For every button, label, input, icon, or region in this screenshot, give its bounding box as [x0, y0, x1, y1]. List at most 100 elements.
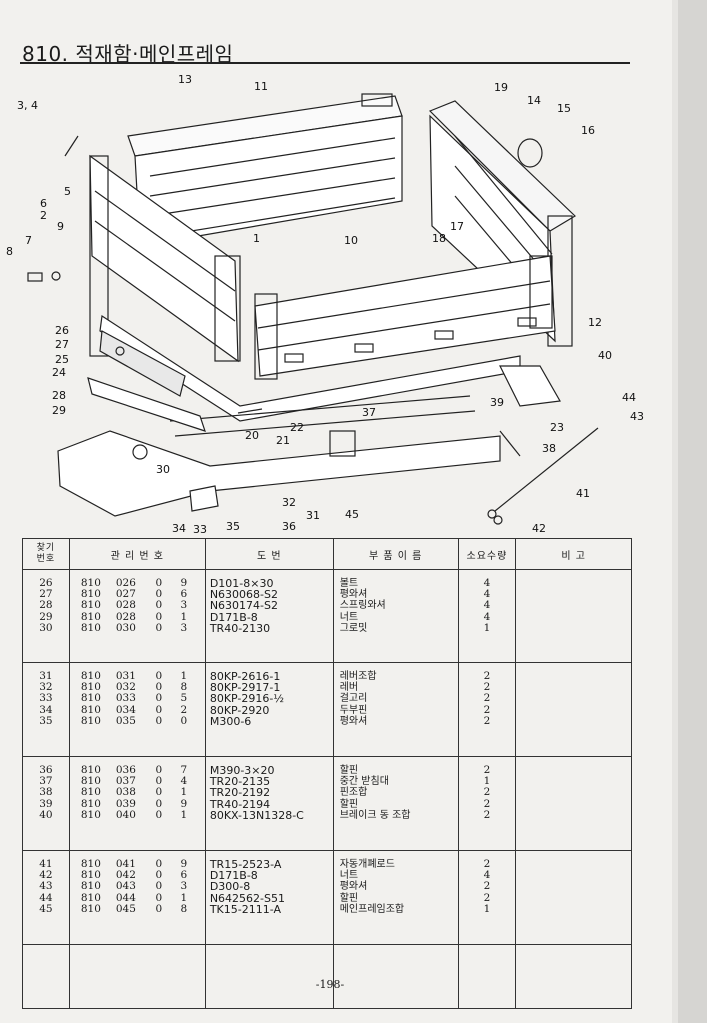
- mgmt-no-part: 6: [180, 869, 188, 882]
- diagram-svg: 13 11 19 14 15 16 3, 4 5 6 2 9 7 8 1 10 …: [6, 73, 644, 536]
- mgmt-no-part: 810: [80, 703, 101, 716]
- callout-39: 39: [490, 396, 504, 409]
- mgmt-no-part: 040: [115, 808, 136, 821]
- drawing-no-cell: TR15-2523-A: [209, 858, 282, 871]
- ref-no-column: [22, 944, 70, 1009]
- drawing-no-cell: N630068-S2: [209, 588, 278, 602]
- mgmt-no-part: 035: [115, 714, 136, 727]
- part-name-cell: 메인프레임조합: [339, 903, 405, 915]
- part-name-cell: 브레이크 동 조합: [339, 809, 411, 821]
- mgmt-no-part: 810: [80, 692, 101, 705]
- drawing-no-cell: D101-8×30: [209, 577, 274, 590]
- qty-cell: 1: [483, 775, 491, 788]
- ref-no-cell: 33: [39, 692, 53, 705]
- qty-cell: 2: [483, 764, 491, 776]
- mgmt-no-part: 6: [180, 588, 188, 601]
- mgmt-no-part: 8: [180, 902, 188, 915]
- callout-19: 19: [494, 81, 508, 94]
- ref-no-cell: 30: [39, 621, 53, 634]
- callout-28: 28: [52, 389, 66, 402]
- table-row-group: [22, 944, 632, 1009]
- qty-cell: 2: [483, 808, 491, 821]
- qty-cell: 2: [483, 880, 491, 893]
- mgmt-no-part: 810: [80, 880, 101, 893]
- mgmt-no-part: 0: [155, 610, 163, 623]
- mgmt-no-part: 810: [80, 681, 101, 694]
- mgmt-no-part: 1: [180, 610, 188, 623]
- drawing-no-cell: 80KX-13N1328-C: [209, 808, 304, 822]
- callout-1: 1: [253, 232, 260, 245]
- callout-35: 35: [226, 520, 240, 533]
- part-name-cell: 자동개폐로드: [339, 859, 395, 870]
- callout-33: 33: [193, 523, 207, 536]
- mgmt-no-part: 3: [180, 880, 188, 893]
- part-name-cell: 평와셔: [339, 881, 368, 893]
- remarks-column: [515, 756, 632, 851]
- part-name-cell: 레버: [339, 682, 359, 694]
- mgmt-no-part: 0: [155, 775, 163, 788]
- callout-10: 10: [344, 234, 358, 247]
- callout-45: 45: [345, 508, 359, 521]
- mgmt-no-part: 0: [155, 797, 163, 810]
- mgmt-no-part: 0: [155, 703, 163, 716]
- callout-9: 9: [57, 220, 64, 233]
- mgmt-no-part: 0: [155, 577, 163, 589]
- drawing-no-cell: D171B-8: [209, 869, 258, 883]
- drawing-no-cell: D171B-8: [209, 610, 258, 624]
- callout-16: 16: [581, 124, 595, 137]
- callout-34: 34: [172, 522, 186, 535]
- header-ref-no: 찾기 번호: [22, 538, 70, 570]
- part-name-column: [332, 944, 459, 1009]
- ref-no-cell: 44: [39, 891, 53, 904]
- ref-no-cell: 40: [39, 808, 53, 821]
- callout-12: 12: [588, 316, 602, 329]
- callout-3-4: 3, 4: [17, 99, 38, 112]
- ref-no-cell: 26: [39, 577, 53, 589]
- mgmt-no-part: 045: [115, 902, 136, 915]
- mgmt-no-part: 0: [155, 858, 163, 870]
- remarks-column: [515, 662, 632, 757]
- drawing-no-cell: 80KP-2920: [209, 703, 270, 717]
- callout-18: 18: [432, 232, 446, 245]
- ref-no-cell: 31: [39, 670, 53, 682]
- mgmt-no-part: 027: [115, 588, 136, 601]
- part-name-cell: 중간 받침대: [339, 776, 389, 788]
- qty-cell: 4: [483, 869, 491, 882]
- callout-41: 41: [576, 487, 590, 500]
- mgmt-no-part: 033: [115, 692, 136, 705]
- callout-13: 13: [178, 73, 192, 86]
- callout-29: 29: [52, 404, 66, 417]
- mgmt-no-part: 4: [180, 775, 188, 788]
- qty-cell: 2: [483, 858, 491, 870]
- part-name-cell: 평와셔: [339, 715, 368, 727]
- mgmt-no-part: 810: [80, 621, 101, 634]
- qty-cell: 1: [483, 621, 491, 634]
- mgmt-no-part: 0: [155, 808, 163, 821]
- ref-no-cell: 32: [39, 681, 53, 694]
- ref-no-cell: 35: [39, 714, 53, 727]
- mgmt-no-part: 2: [180, 703, 188, 716]
- mgmt-no-part: 030: [115, 621, 136, 634]
- callout-44: 44: [622, 391, 636, 404]
- part-name-cell: 레버조합: [339, 671, 377, 682]
- mgmt-no-part: 0: [155, 714, 163, 727]
- mgmt-no-part: 810: [80, 797, 101, 810]
